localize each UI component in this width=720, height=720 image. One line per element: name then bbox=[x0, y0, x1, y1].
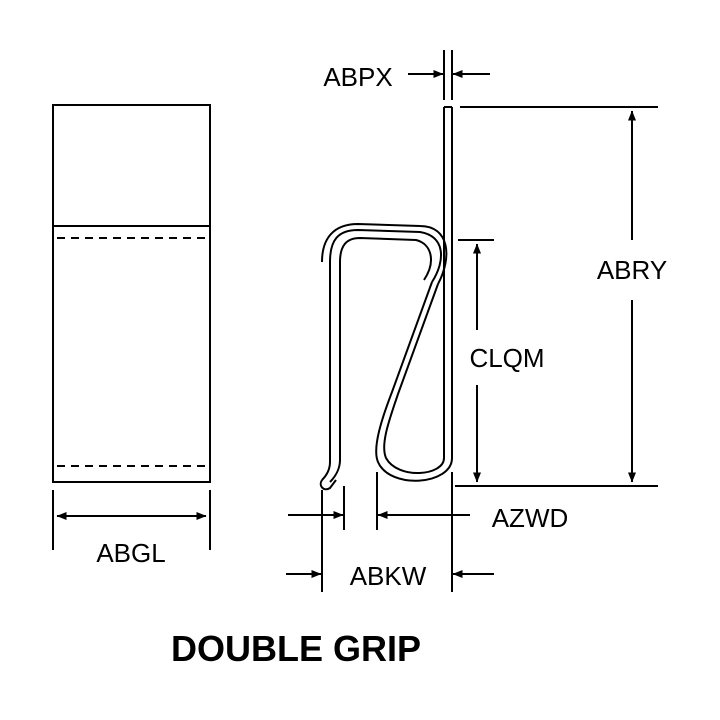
clqm-label: CLQM bbox=[469, 343, 544, 373]
drawing-title: DOUBLE GRIP bbox=[171, 628, 421, 669]
side-view bbox=[52, 104, 211, 483]
abpx-dimension: ABPX bbox=[323, 50, 490, 100]
upper-loop-outer-edge bbox=[321, 222, 448, 285]
abgl-dimension: ABGL bbox=[52, 490, 211, 568]
bottom-curve-outer bbox=[375, 281, 453, 482]
abry-label: ABRY bbox=[597, 255, 667, 285]
upper-loop-outer bbox=[321, 228, 442, 481]
abkw-label: ABKW bbox=[350, 561, 427, 591]
upper-loop-inner bbox=[329, 236, 432, 483]
abkw-dimension: ABKW bbox=[286, 472, 494, 592]
bottom-curve-inner bbox=[383, 283, 445, 474]
azwd-label: AZWD bbox=[492, 503, 569, 533]
side-view-outline bbox=[52, 104, 211, 483]
azwd-dimension: AZWD bbox=[288, 472, 568, 533]
clip-profile bbox=[319, 106, 453, 491]
clqm-dimension: CLQM bbox=[458, 239, 545, 483]
entry-lip bbox=[319, 479, 337, 491]
abry-dimension: ABRY bbox=[455, 106, 667, 487]
abgl-label: ABGL bbox=[96, 538, 165, 568]
abpx-label: ABPX bbox=[323, 62, 392, 92]
